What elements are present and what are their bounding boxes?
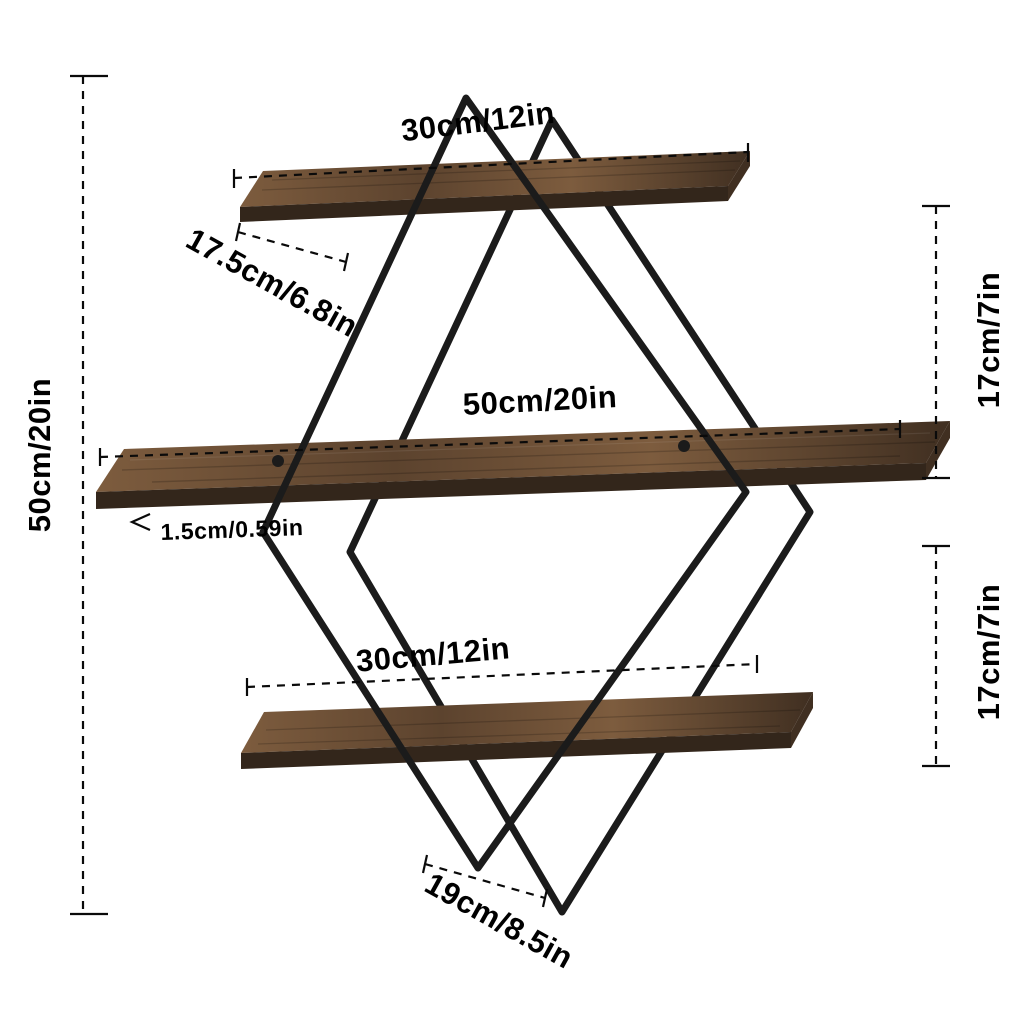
dim-top-depth: [234, 222, 350, 272]
bottom-shelf: [241, 692, 813, 769]
wire-frame-front: [259, 94, 750, 872]
dim-top-width: [232, 143, 750, 188]
middle-shelf-top-face: [96, 421, 950, 492]
dimension-lines: [70, 74, 950, 916]
wire-frame-back: [346, 116, 814, 916]
top-shelf: [240, 151, 750, 222]
wood-grain: [257, 709, 801, 745]
dim-thickness-pointer: [129, 512, 151, 532]
dim-label-upper-gap: 17cm/7in: [971, 271, 1006, 409]
bottom-shelf-front-face: [241, 732, 791, 769]
wood-grain: [121, 441, 936, 483]
dim-lower-gap: [922, 544, 950, 768]
keyhole-hanger-right: [678, 440, 690, 452]
dim-overall-height: [70, 74, 108, 916]
dim-middle-width: [98, 420, 902, 466]
top-shelf-end-face: [728, 151, 750, 201]
dim-label-overall-height: 50cm/20in: [22, 377, 57, 533]
bottom-shelf-end-face: [791, 692, 813, 748]
wood-grain-highlight: [129, 432, 931, 461]
middle-shelf-front-face: [96, 463, 926, 509]
dim-bottom-depth: [421, 854, 549, 908]
dim-bottom-width: [245, 655, 759, 696]
middle-shelf-end-face: [926, 421, 950, 480]
dim-label-thickness: 1.5cm/0.59in: [160, 514, 304, 545]
bottom-shelf-top-face: [241, 692, 813, 753]
wood-grain: [261, 160, 741, 191]
dim-label-lower-gap: 17cm/7in: [971, 583, 1006, 721]
keyhole-hanger-left: [272, 455, 284, 467]
top-shelf-front-face: [240, 186, 728, 222]
top-shelf-top-face: [240, 151, 750, 207]
middle-shelf: [96, 421, 950, 509]
dim-upper-gap: [922, 204, 950, 480]
